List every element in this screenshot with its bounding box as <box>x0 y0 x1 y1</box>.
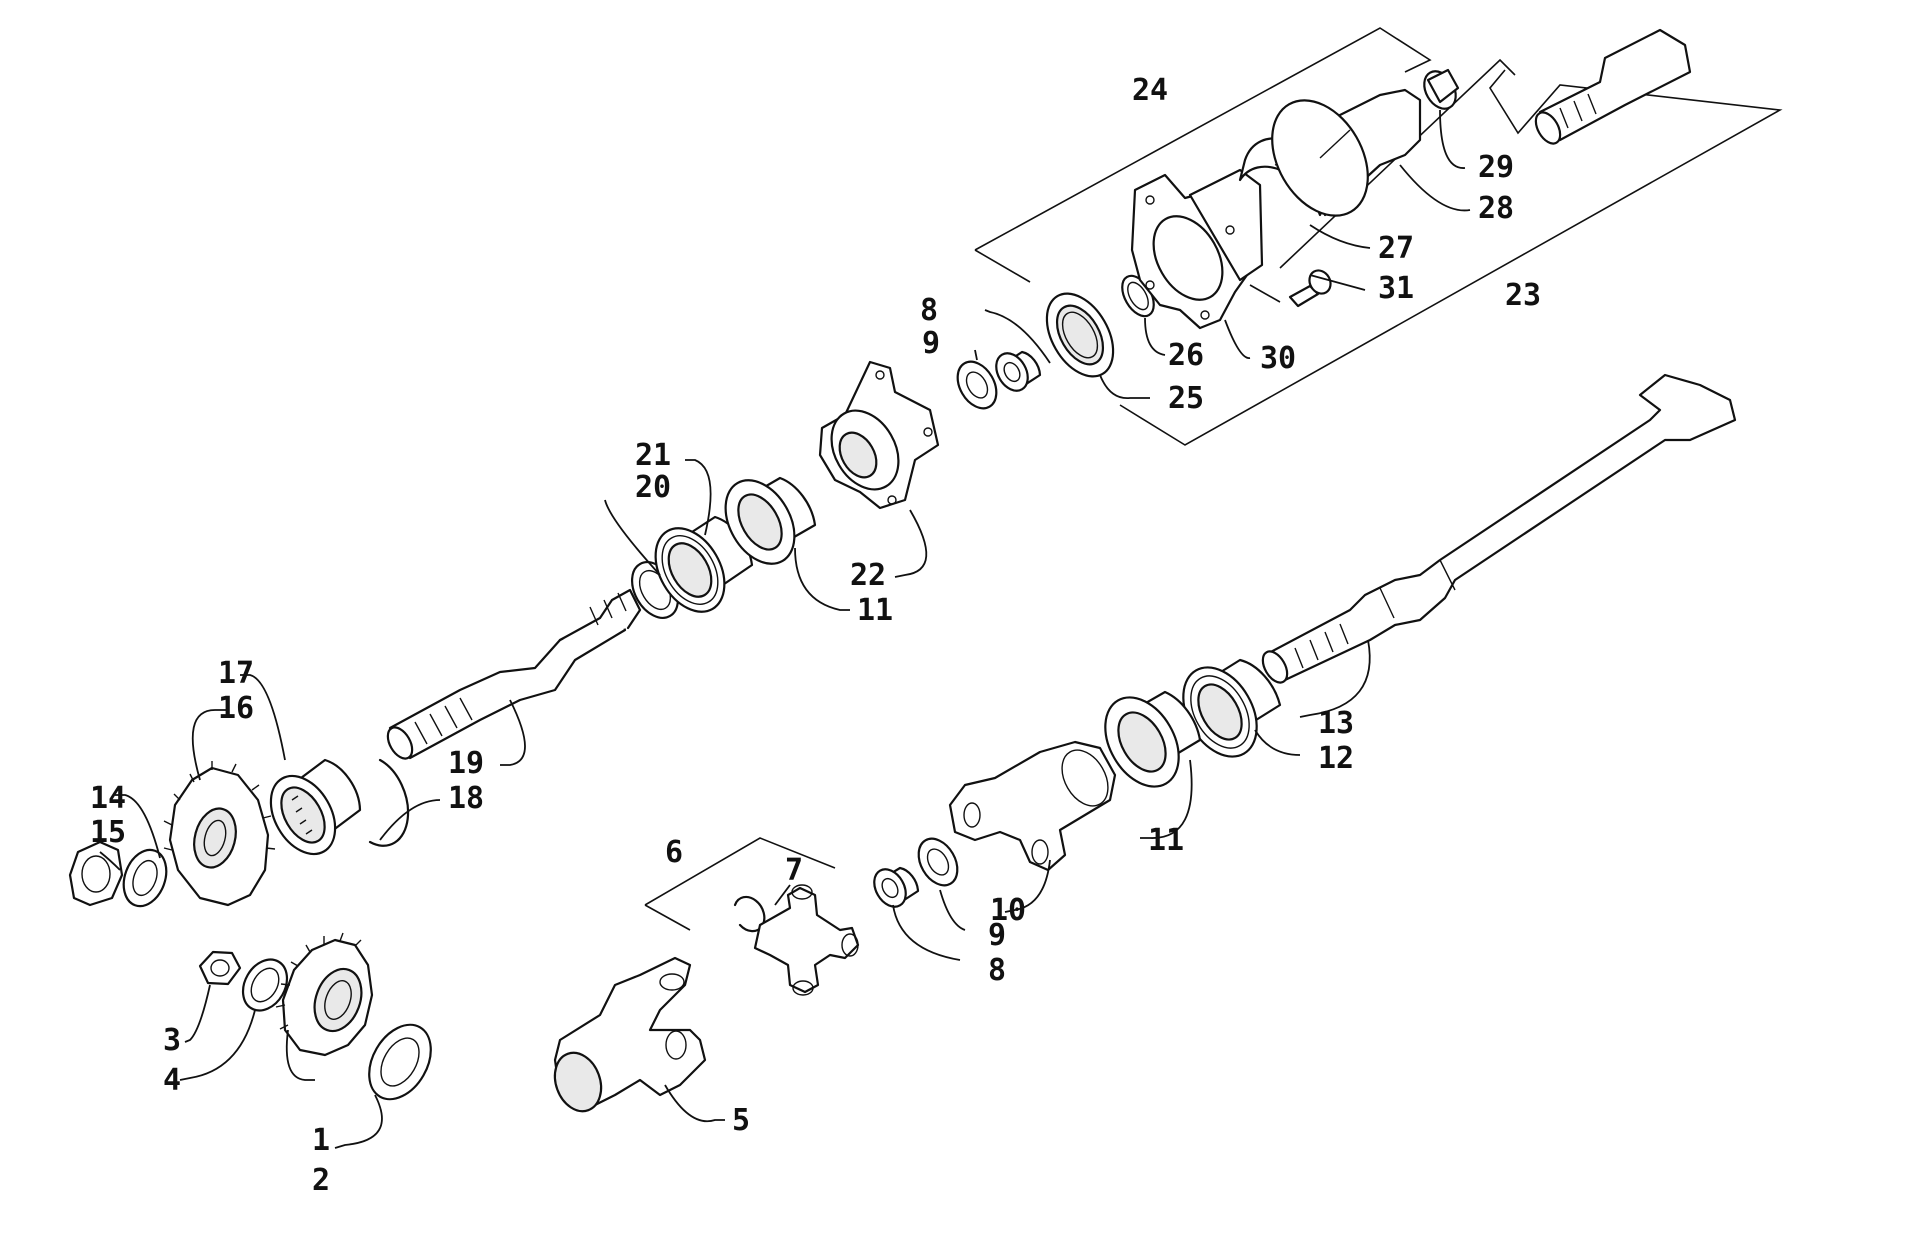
nut-part-3 <box>198 950 242 986</box>
callout-8-lower: 8 <box>988 953 1006 988</box>
seal-part-11-lower <box>1104 690 1202 788</box>
cv-boot-part-28 <box>1271 88 1422 217</box>
nut-part-8-upper <box>995 350 1042 392</box>
callout-7: 7 <box>785 853 803 888</box>
callout-6: 6 <box>665 835 683 870</box>
snap-ring-part-7 <box>733 895 766 933</box>
pinion-gear-part-16 <box>163 761 276 907</box>
callout-19: 19 <box>448 746 484 781</box>
seal-part-25 <box>1045 292 1115 378</box>
callout-9-lower: 9 <box>988 918 1006 953</box>
boot-clamp-part-29 <box>1423 68 1460 110</box>
callout-8-upper: 8 <box>920 293 938 328</box>
callout-28: 28 <box>1478 191 1514 226</box>
callout-2: 2 <box>312 1163 330 1198</box>
callout-16: 16 <box>218 691 254 726</box>
callout-5: 5 <box>732 1103 750 1138</box>
u-joint-cross-part-6 <box>753 884 860 996</box>
callout-17: 17 <box>218 656 254 691</box>
callout-20: 20 <box>635 470 671 505</box>
callout-11-lower: 11 <box>1148 823 1184 858</box>
callout-21: 21 <box>635 438 671 473</box>
nut-part-15 <box>68 840 124 907</box>
callout-25: 25 <box>1168 381 1204 416</box>
callout-14: 14 <box>90 781 126 816</box>
washer-part-9-upper <box>956 360 998 410</box>
axle-shaft-part-13 <box>1261 373 1737 684</box>
callout-26: 26 <box>1168 338 1204 373</box>
callout-labels: 1 2 3 4 5 6 7 8 8 9 9 10 11 11 12 13 14 … <box>90 73 1541 1198</box>
callout-9-upper: 9 <box>922 326 940 361</box>
yoke-part-5 <box>553 956 707 1113</box>
washer-part-9-lower <box>917 837 959 887</box>
callout-23: 23 <box>1505 278 1541 313</box>
callout-1: 1 <box>312 1123 330 1158</box>
shim-part-2 <box>368 1023 432 1101</box>
snap-ring-part-18 <box>368 758 410 847</box>
callout-22: 22 <box>850 558 886 593</box>
callout-13: 13 <box>1318 706 1354 741</box>
bearing-housing-part-22 <box>818 360 940 510</box>
bracket-assembly-6 <box>644 837 836 931</box>
callout-29: 29 <box>1478 150 1514 185</box>
callout-11-upper: 11 <box>857 593 893 628</box>
callout-27: 27 <box>1378 231 1414 266</box>
callout-4: 4 <box>163 1063 181 1098</box>
seal-part-11-upper <box>724 476 817 565</box>
callout-3: 3 <box>163 1023 181 1058</box>
callout-15: 15 <box>90 815 126 850</box>
bearing-part-21 <box>654 515 754 613</box>
bevel-gear-part-1 <box>275 932 374 1057</box>
callout-30: 30 <box>1260 341 1296 376</box>
flange-housing-part-30 <box>1130 168 1264 330</box>
leader-lines <box>99 109 1471 1149</box>
yoke-part-10 <box>948 740 1117 872</box>
washer-part-14 <box>122 848 168 908</box>
callout-24: 24 <box>1132 73 1168 108</box>
callout-31: 31 <box>1378 271 1414 306</box>
bolt-part-31 <box>1288 269 1332 308</box>
callout-18: 18 <box>448 781 484 816</box>
washer-part-4 <box>241 958 289 1012</box>
pinion-shaft-part-19 <box>386 588 642 760</box>
axle-stub-upper <box>1534 28 1692 145</box>
callout-10: 10 <box>990 893 1026 928</box>
callout-12: 12 <box>1318 741 1354 776</box>
bearing-cup-part-17 <box>269 758 362 856</box>
nut-part-8-lower <box>873 866 920 908</box>
